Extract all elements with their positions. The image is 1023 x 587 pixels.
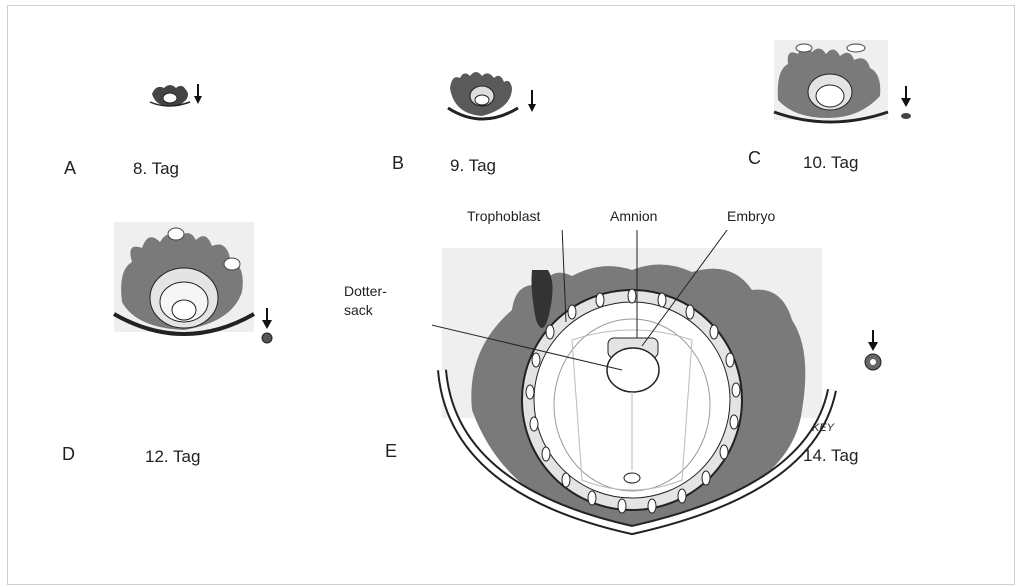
panel-day-c: 10. Tag xyxy=(803,153,858,173)
label-trophoblast: Trophoblast xyxy=(467,208,540,224)
panel-letter-d: D xyxy=(62,444,75,465)
embryo-drawing-a xyxy=(148,80,212,116)
label-dottersack-line1: Dotter- xyxy=(344,283,387,299)
embryo-drawing-d xyxy=(112,222,282,352)
panel-day-e: 14. Tag xyxy=(803,446,858,466)
label-amnion: Amnion xyxy=(610,208,657,224)
panel-letter-b: B xyxy=(392,153,404,174)
scale-marker-e xyxy=(858,328,888,378)
embryo-drawing-e xyxy=(432,230,852,550)
panel-day-d: 12. Tag xyxy=(145,447,200,467)
label-key: KEY xyxy=(812,422,834,434)
panel-letter-c: C xyxy=(748,148,761,169)
embryo-drawing-c xyxy=(770,40,920,124)
embryo-drawing-b xyxy=(446,68,542,128)
label-embryo: Embryo xyxy=(727,208,775,224)
panel-day-a: 8. Tag xyxy=(133,159,179,179)
panel-letter-e: E xyxy=(385,441,397,462)
panel-letter-a: A xyxy=(64,158,76,179)
panel-day-b: 9. Tag xyxy=(450,156,496,176)
label-dottersack-line2: sack xyxy=(344,302,373,318)
